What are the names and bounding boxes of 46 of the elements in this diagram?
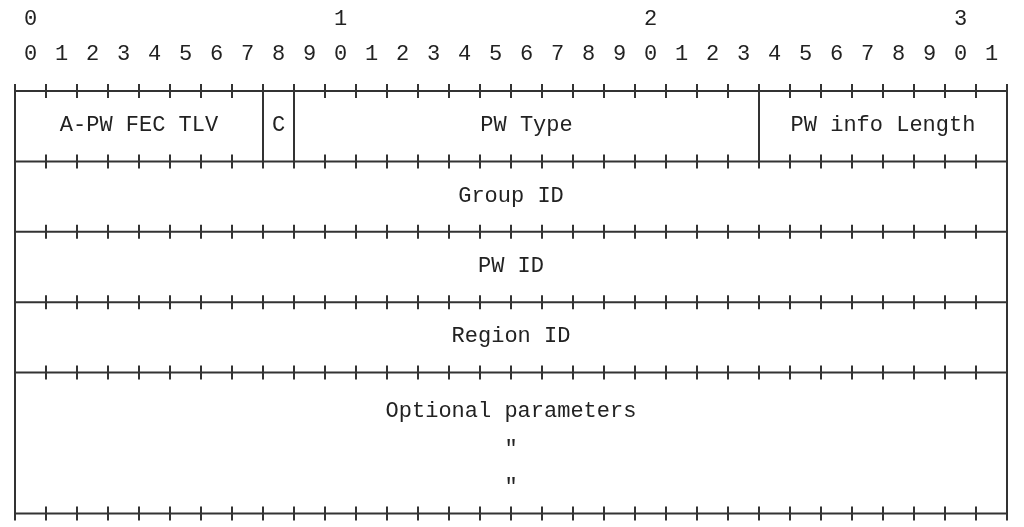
continuation-mark: " xyxy=(504,477,518,500)
bit-number: 9 xyxy=(922,44,937,66)
field-label: PW info Length xyxy=(790,115,976,138)
bit-number: 5 xyxy=(178,44,193,66)
bit-number: 1 xyxy=(674,44,689,66)
bit-number: 1 xyxy=(364,44,379,66)
bit-number: 0 xyxy=(23,44,38,66)
bit-number: 9 xyxy=(302,44,317,66)
bit-number: 4 xyxy=(457,44,472,66)
bit-number: 3 xyxy=(426,44,441,66)
bit-number: 5 xyxy=(798,44,813,66)
bit-number: 0 xyxy=(23,9,38,31)
field-label: C xyxy=(271,115,286,138)
field-label: Group ID xyxy=(458,185,564,208)
bit-number: 2 xyxy=(705,44,720,66)
bit-number: 9 xyxy=(612,44,627,66)
bit-number: 8 xyxy=(581,44,596,66)
field-label: PW ID xyxy=(478,256,544,278)
bit-number: 3 xyxy=(736,44,751,66)
field-label: A-PW FEC TLV xyxy=(59,115,219,138)
bit-number: 6 xyxy=(209,44,224,66)
bit-number: 3 xyxy=(116,44,131,66)
bit-number: 2 xyxy=(395,44,410,66)
field-label: PW Type xyxy=(480,115,573,138)
bit-number: 4 xyxy=(147,44,162,66)
bit-number: 0 xyxy=(643,44,658,66)
bit-number: 7 xyxy=(860,44,875,66)
bit-number: 5 xyxy=(488,44,503,66)
bit-number: 1 xyxy=(54,44,69,66)
bit-number: 7 xyxy=(550,44,565,66)
continuation-mark: " xyxy=(504,439,518,461)
field-label: Region ID xyxy=(451,326,571,349)
bit-number: 6 xyxy=(519,44,534,66)
bit-number: 8 xyxy=(271,44,286,66)
bit-number: 8 xyxy=(891,44,906,66)
field-label: Optional parameters xyxy=(385,400,637,423)
bit-number: 6 xyxy=(829,44,844,66)
bit-number: 7 xyxy=(240,44,255,66)
bit-number: 3 xyxy=(953,9,968,31)
bit-number: 2 xyxy=(643,9,658,31)
bit-number: 1 xyxy=(984,44,999,66)
bit-number: 1 xyxy=(333,9,348,31)
bit-number: 4 xyxy=(767,44,782,66)
bit-number: 0 xyxy=(953,44,968,66)
bit-number: 2 xyxy=(85,44,100,66)
bit-number: 0 xyxy=(333,44,348,66)
